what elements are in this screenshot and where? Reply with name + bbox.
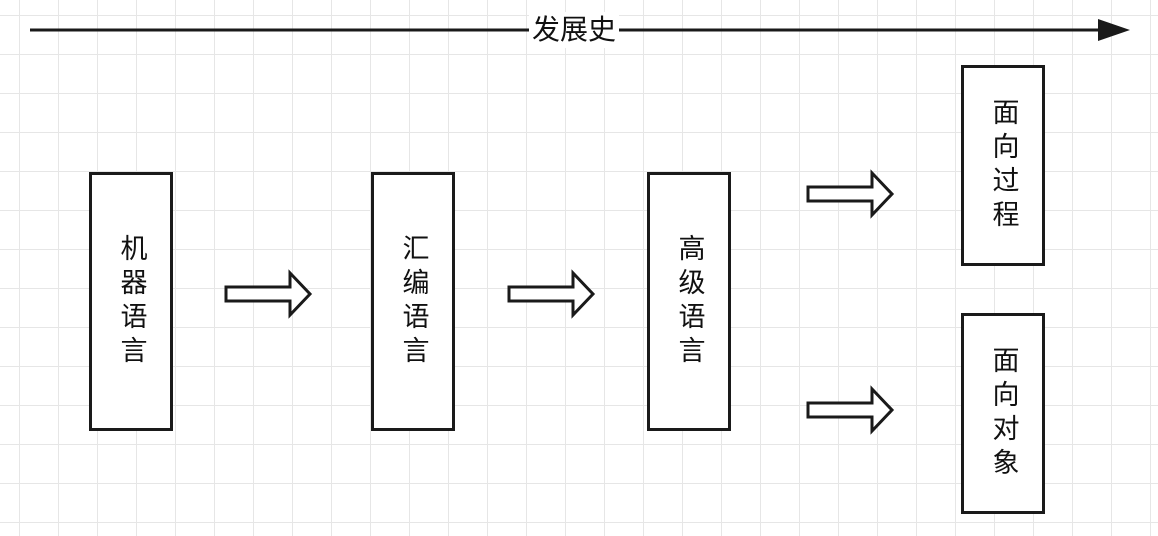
arrow-to-object-oriented xyxy=(806,385,895,435)
stage-label: 汇编语言 xyxy=(397,233,429,370)
stage-box-high-level-language: 高级语言 xyxy=(647,172,731,431)
branch-label: 面向对象 xyxy=(987,345,1019,482)
arrow-machine-to-assembly xyxy=(224,269,313,319)
branch-box-object-oriented: 面向对象 xyxy=(961,313,1045,514)
timeline-title: 发展史 xyxy=(529,12,620,48)
arrow-assembly-to-high-level xyxy=(507,269,596,319)
branch-box-procedural: 面向过程 xyxy=(961,65,1045,266)
stage-box-assembly-language: 汇编语言 xyxy=(371,172,455,431)
stage-label: 高级语言 xyxy=(673,233,705,370)
stage-box-machine-language: 机器语言 xyxy=(89,172,173,431)
arrow-to-procedural xyxy=(806,169,895,219)
branch-label: 面向过程 xyxy=(987,97,1019,234)
stage-label: 机器语言 xyxy=(115,233,147,370)
